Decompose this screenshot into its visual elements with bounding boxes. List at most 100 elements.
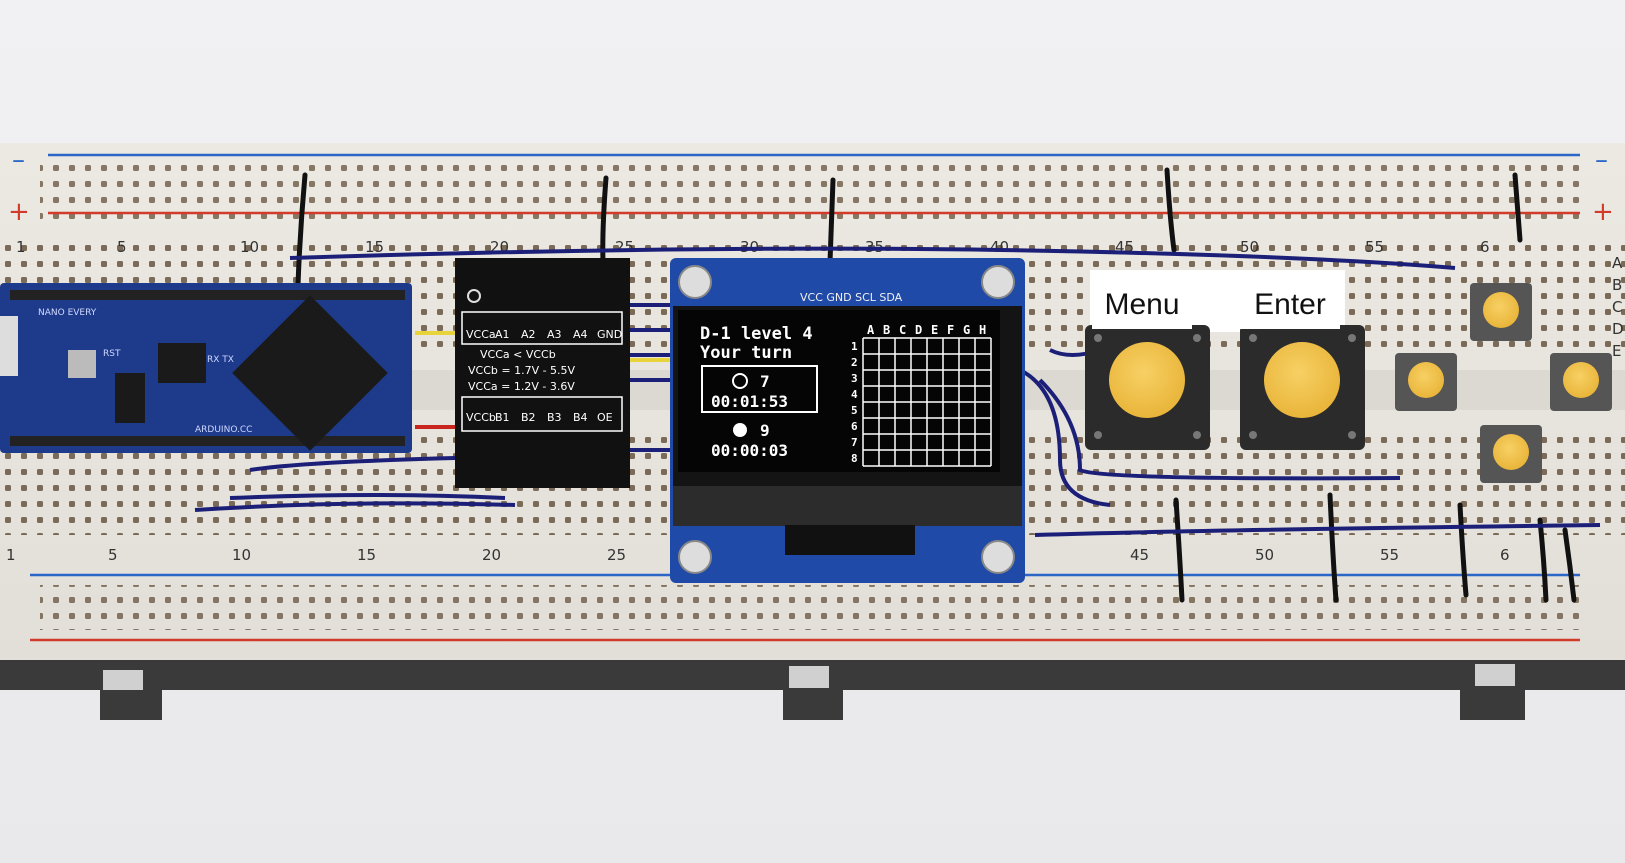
col-num: 5 (117, 238, 127, 256)
oled-pin-labels: VCC GND SCL SDA (800, 291, 903, 304)
blue-wire (1019, 368, 1111, 507)
grid-row-label: 4 (851, 388, 858, 401)
oled-ribbon (785, 525, 915, 555)
jumper-wire (1173, 497, 1185, 603)
othello-board-grid (862, 337, 992, 467)
header-strip (10, 290, 405, 300)
button-rivet (1193, 431, 1201, 439)
rail-plus-symbol: + (8, 197, 30, 227)
jumper-wire (1164, 167, 1177, 253)
level-shifter-pcb (455, 258, 630, 488)
grid-row-label: 5 (851, 404, 858, 417)
grid-col-label: E (931, 323, 938, 337)
col-num: 25 (615, 238, 634, 256)
col-num: 10 (232, 546, 251, 564)
jumper-wire (1512, 172, 1523, 243)
mount-hole (678, 265, 712, 299)
grid-col-label: G (963, 323, 970, 337)
usb-chip (158, 343, 206, 383)
grid-col-label: F (947, 323, 954, 337)
blue-wire (194, 501, 516, 512)
screen-status: Your turn (700, 343, 792, 363)
jumper-wire (827, 177, 836, 265)
pin (467, 289, 481, 303)
mount-hole (981, 265, 1015, 299)
current-player-box (701, 365, 818, 413)
level-shifter-notes: VCCa < VCCb VCCb = 1.7V - 5.5V VCCa = 1.… (468, 348, 576, 393)
oled-active-area (678, 310, 1000, 472)
up-button-cap[interactable] (1483, 292, 1519, 328)
mount-hole (981, 540, 1015, 574)
col-num: 15 (365, 238, 384, 256)
button-rivet (1094, 431, 1102, 439)
button-rivet (1249, 334, 1257, 342)
col-num: 25 (607, 546, 626, 564)
white-score: 7 (760, 372, 770, 391)
pin-label: B1 (495, 411, 510, 424)
black-time: 00:00:03 (711, 441, 788, 460)
reset-button (68, 350, 96, 378)
col-num: 50 (1240, 238, 1259, 256)
blue-wire (229, 493, 506, 500)
row-letter: A (1612, 254, 1623, 272)
pin-label: B3 (547, 411, 562, 424)
col-num: 6 (1480, 238, 1490, 256)
grid-row-label: 2 (851, 356, 858, 369)
col-num: 5 (108, 546, 118, 564)
pin-label: B2 (521, 411, 536, 424)
button-rivet (1249, 431, 1257, 439)
white-disc-icon (732, 373, 748, 389)
enter-button-cap[interactable] (1264, 342, 1340, 418)
grid-row-label: 3 (851, 372, 858, 385)
rail-minus-symbol: – (12, 145, 25, 175)
blue-wire (630, 303, 680, 452)
button-rivet (1193, 334, 1201, 342)
blue-wire (1038, 378, 1401, 481)
rst-label: RST (103, 349, 121, 359)
menu-button-cap[interactable] (1109, 342, 1185, 418)
enter-label: Enter (1240, 281, 1340, 329)
grid-col-label: H (979, 323, 986, 337)
col-num: 20 (482, 546, 501, 564)
left-button-cap[interactable] (1408, 362, 1444, 398)
enter-button[interactable] (1240, 325, 1365, 450)
col-num: 40 (990, 238, 1009, 256)
note-line: VCCb = 1.7V - 5.5V (468, 364, 576, 377)
pin-label: GND (597, 328, 622, 341)
black-disc-icon (733, 423, 747, 437)
note-line: VCCa < VCCb (480, 348, 556, 361)
menu-button[interactable] (1085, 325, 1210, 450)
right-button-cap[interactable] (1563, 362, 1599, 398)
breadboard-clip-top (1475, 664, 1515, 686)
col-num: 1 (6, 546, 16, 564)
pin-label: VCCb (466, 411, 496, 424)
jumper-wire (1562, 527, 1577, 603)
breadboard-clip-top (103, 670, 143, 690)
col-num: 50 (1255, 546, 1274, 564)
up-button[interactable] (1470, 283, 1532, 341)
oled-glass-lower (673, 486, 1022, 526)
header-strip (10, 436, 405, 446)
row-letter: D (1612, 320, 1624, 338)
col-num: 15 (357, 546, 376, 564)
level-shifter-pins (467, 289, 481, 303)
black-score: 9 (760, 421, 770, 440)
pin-label: OE (597, 411, 613, 424)
rail-minus-symbol-right: – (1595, 145, 1608, 175)
right-button[interactable] (1550, 353, 1612, 411)
rail-plus-symbol-right: + (1592, 197, 1614, 227)
top-pin-box (461, 311, 623, 345)
row-letter: C (1612, 298, 1622, 316)
down-button-cap[interactable] (1493, 434, 1529, 470)
yellow-wire (415, 331, 675, 362)
left-button[interactable] (1395, 353, 1457, 411)
oled-screen: D-1 level 4 Your turn 7 00:01:53 9 00:00… (678, 310, 1000, 472)
level-shifter-module: VCCa A1 A2 A3 A4 GND VCCa < VCCb VCCb = … (455, 258, 630, 488)
down-button[interactable] (1480, 425, 1542, 483)
row-letter: E (1612, 342, 1621, 360)
pin-label: A4 (573, 328, 588, 341)
grid-col-label: D (915, 323, 922, 337)
col-num: 55 (1380, 546, 1399, 564)
